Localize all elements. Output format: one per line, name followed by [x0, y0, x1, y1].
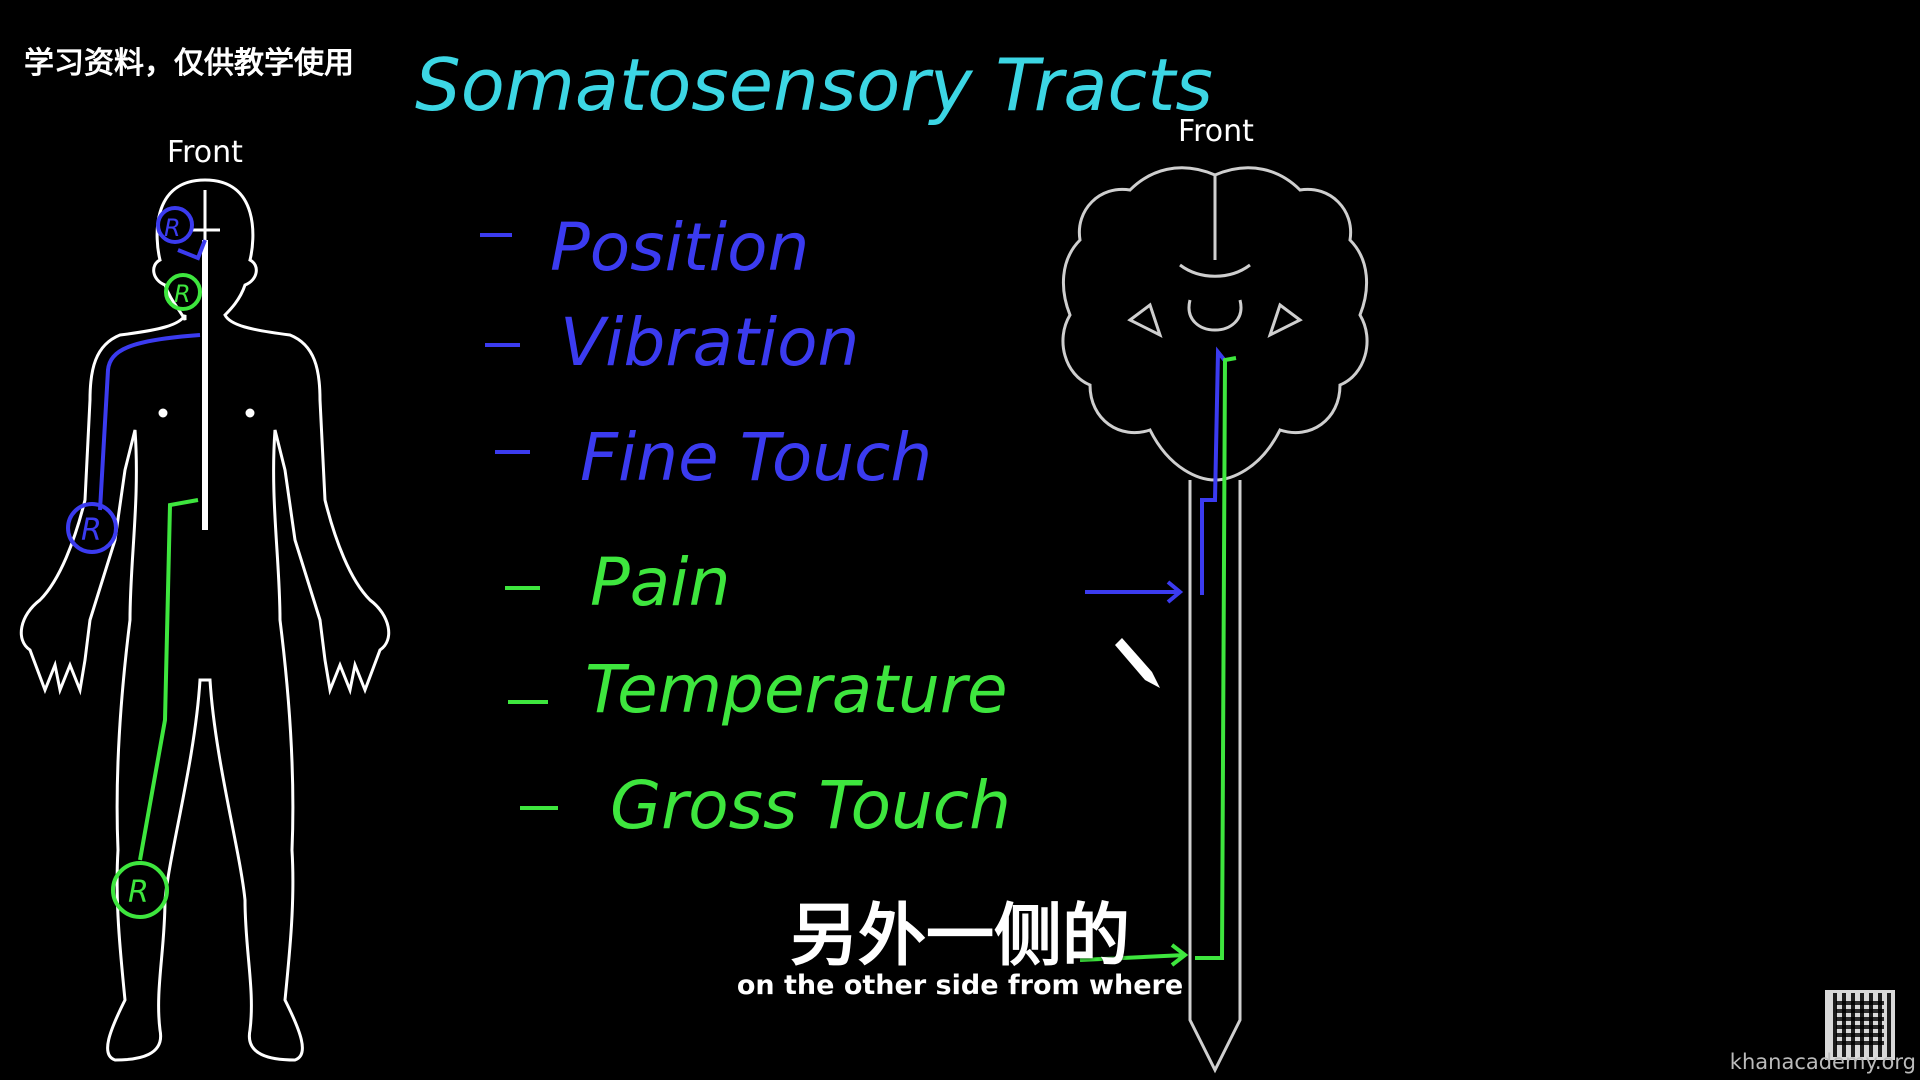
receptor-label: R: [128, 875, 149, 910]
receptor-circle-face: [156, 206, 194, 244]
list-item-position: Position: [550, 209, 809, 286]
receptor-label: R: [174, 280, 191, 308]
right-front-label: Front: [1178, 114, 1254, 149]
blue-tract-body: [98, 333, 201, 511]
left-front-label: Front: [167, 135, 243, 170]
green-tract-spinal: [1079, 356, 1237, 967]
list-item-temperature: Temperature: [585, 651, 1008, 728]
green-tract-body: [138, 498, 199, 861]
list-item-pain: Pain: [590, 544, 730, 621]
pen-cursor-icon: [1115, 638, 1160, 688]
title: Somatosensory Tracts: [415, 43, 1213, 127]
subtitle-chinese: 另外一侧的: [789, 897, 1130, 976]
blue-input-arrow: [1085, 580, 1184, 604]
khanacademy-watermark: khanacademy.org: [1729, 1050, 1916, 1074]
receptor-circle-arm: [66, 502, 118, 554]
list-item-vibration: Vibration: [560, 304, 859, 381]
qr-code-icon: [1825, 990, 1895, 1060]
receptor-circle-leg: [111, 861, 169, 919]
list-item-gross-touch: Gross Touch: [610, 767, 1011, 844]
blue-tract-face: [177, 239, 207, 261]
receptor-label: R: [164, 214, 181, 242]
receptor-circle-neck: [164, 273, 202, 311]
receptor-label: R: [81, 513, 102, 548]
blue-tract-spinal: [1200, 346, 1228, 595]
watermark-text: 学习资料，仅供教学使用: [24, 46, 354, 81]
subtitle-english: on the other side from where: [736, 970, 1184, 1001]
list-item-fine-touch: Fine Touch: [580, 419, 932, 496]
